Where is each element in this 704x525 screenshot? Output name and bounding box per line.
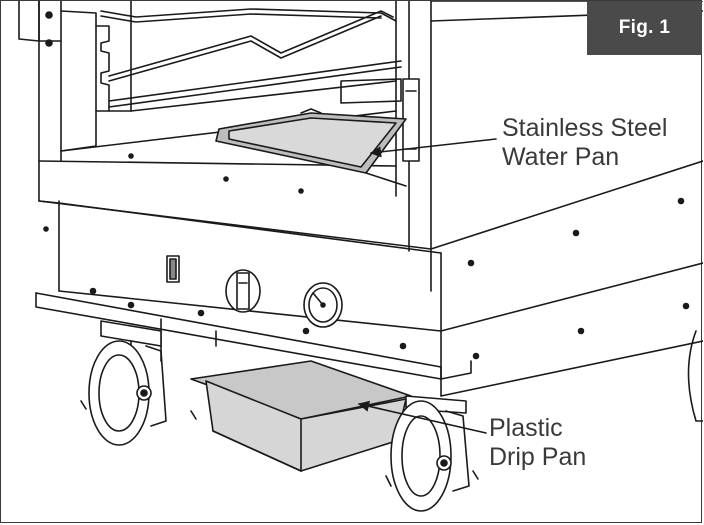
left-caster [80,320,197,446]
base-rail [35,292,472,380]
panel-screws [43,153,407,350]
control-switch [166,255,180,283]
water-pan-label-line-2: Water Pan [502,143,620,171]
side-panel [430,1,703,422]
drip-pan-shape [190,360,412,472]
drip-pan-label-line-1: Plastic [489,414,563,442]
right-caster [385,395,479,512]
water-pan-shape [215,108,407,187]
cabinet-left-frame [18,1,97,162]
water-pan-callout: Stainless Steel Water Pan [502,114,667,172]
figure-badge: Fig. 1 [587,1,702,55]
temperature-gauge [303,282,343,328]
drip-pan-leader [357,400,487,434]
water-pan-leader [369,138,497,158]
front-panel [38,160,703,332]
drip-pan-label-line-2: Drip Pan [489,443,587,471]
shelf-wires [100,8,402,108]
control-knob [225,269,261,313]
drip-pan-callout: Plastic Drip Pan [489,414,586,472]
water-pan-label-line-1: Stainless Steel [502,114,668,142]
rack-ladder [95,1,132,112]
door-hinge [402,78,420,162]
